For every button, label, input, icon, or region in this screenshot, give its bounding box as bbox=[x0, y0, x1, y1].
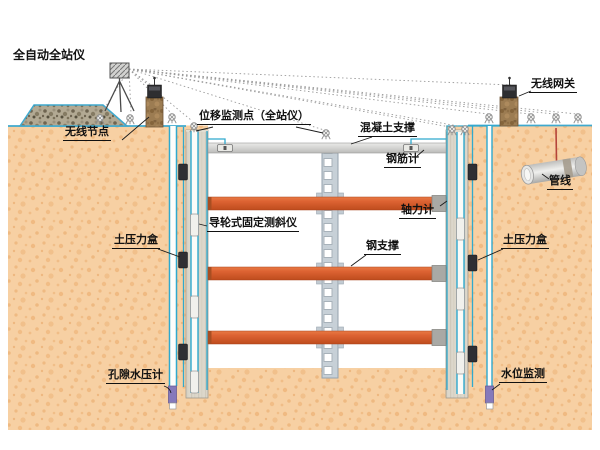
rebar-meter-cable-right bbox=[410, 138, 446, 144]
label-water-level: 水位监测 bbox=[499, 367, 547, 383]
water-level-sensor-tip bbox=[485, 385, 494, 404]
sight-lines bbox=[100, 68, 578, 131]
label-axial-force-meter: 轴力计 bbox=[399, 203, 436, 219]
inclinometer-tube-right bbox=[456, 132, 465, 394]
label-pore-pressure: 孔隙水压计 bbox=[106, 368, 165, 384]
gravel-mound bbox=[18, 104, 129, 127]
label-pointer-lines bbox=[121, 90, 550, 394]
rebar-meter-sensors bbox=[217, 144, 419, 152]
label-steel-support: 钢支撑 bbox=[364, 239, 401, 255]
pipeline-icon bbox=[520, 156, 587, 185]
label-concrete-support: 混凝土支撑 bbox=[358, 121, 417, 137]
guide-wheel-sensors bbox=[190, 213, 465, 394]
label-total-station: 全自动全站仪 bbox=[13, 48, 86, 62]
label-wireless-gateway: 无线网关 bbox=[529, 77, 577, 93]
wireless-node-icon bbox=[145, 76, 164, 128]
label-earth-pressure-left: 土压力盒 bbox=[112, 233, 160, 249]
downhole-sensor-tips bbox=[168, 385, 494, 410]
earth-pressure-boxes bbox=[178, 163, 478, 363]
rebar-meter-cable-left bbox=[208, 138, 226, 144]
total-station-icon bbox=[104, 62, 135, 113]
label-inclinometer: 导轮式固定测斜仪 bbox=[207, 216, 299, 232]
wall-face-cable-right bbox=[446, 125, 500, 390]
label-earth-pressure-right: 土压力盒 bbox=[501, 233, 549, 249]
label-wireless-node: 无线节点 bbox=[63, 125, 111, 141]
steel-struts bbox=[207, 195, 447, 346]
pipeline-monitor-line bbox=[555, 127, 558, 162]
strut-left-caps bbox=[208, 197, 212, 344]
soil-cross-section bbox=[8, 0, 592, 430]
axial-force-meters bbox=[431, 195, 447, 346]
label-displacement-point: 位移监测点（全站仪） bbox=[197, 109, 311, 125]
water-level-borehole bbox=[486, 126, 493, 386]
concrete-support-beam bbox=[207, 138, 447, 154]
inclinometer-tube-left bbox=[190, 131, 199, 393]
label-pipeline: 管线 bbox=[547, 174, 573, 190]
pore-pressure-borehole bbox=[169, 126, 177, 386]
label-rebar-meter: 钢筋计 bbox=[384, 152, 421, 168]
pore-pressure-sensor-tip bbox=[168, 385, 177, 404]
pipeline-group bbox=[520, 127, 587, 185]
wireless-gateway-icon bbox=[499, 76, 519, 127]
